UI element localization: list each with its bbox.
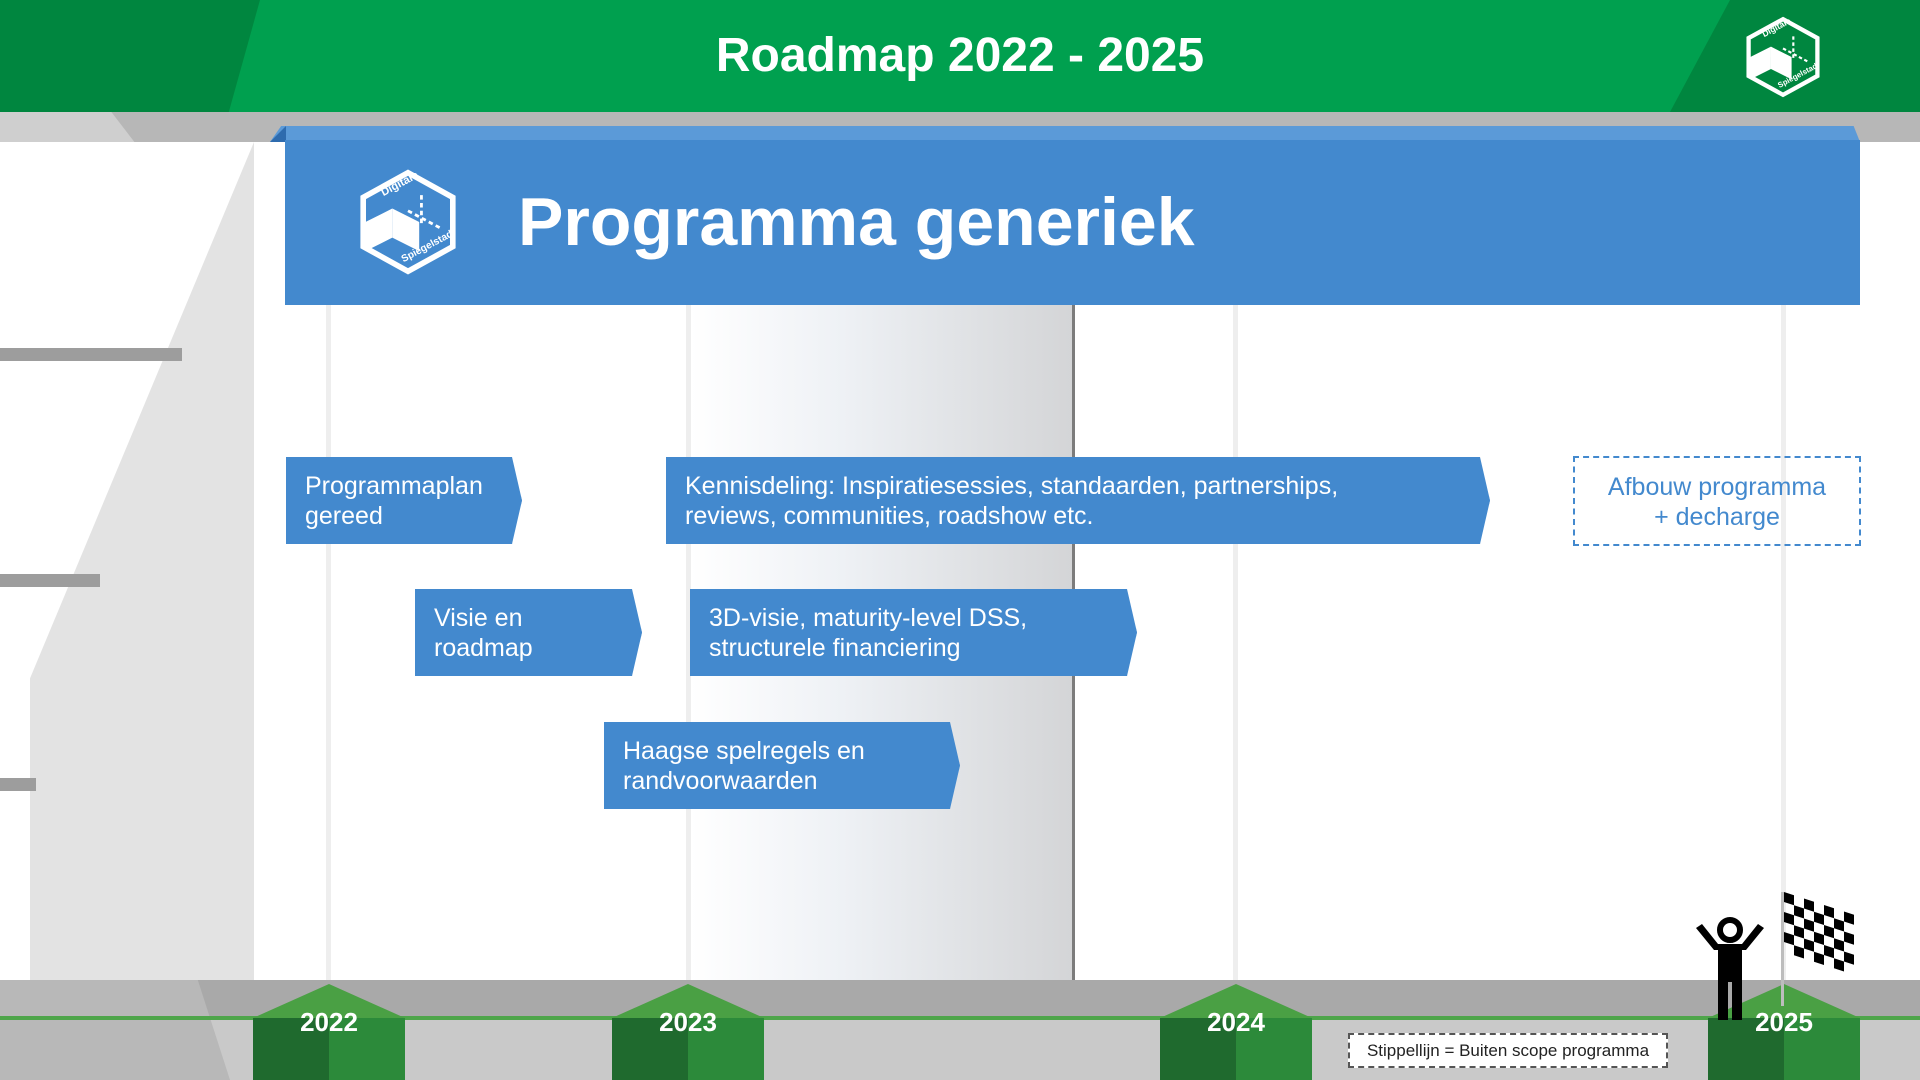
milestone-side	[1784, 1018, 1860, 1080]
wall-shelf	[0, 348, 182, 361]
legend-box: Stippellijn = Buiten scope programma	[1348, 1033, 1668, 1068]
checkered-flag-icon	[1781, 892, 1854, 1006]
task-afbouw-out-of-scope: Afbouw programma + decharge	[1573, 456, 1861, 546]
digitale-spiegelstad-logo-icon: Digitale Spiegelstad	[1746, 15, 1820, 98]
milestone-side	[329, 1018, 405, 1080]
program-banner	[285, 140, 1860, 305]
milestone-label: 2023	[659, 1007, 717, 1037]
task-label-line1: Programmaplan	[305, 472, 483, 500]
milestone-2024: 2024	[1160, 984, 1312, 1080]
wall-shelf	[0, 778, 36, 791]
milestone-side	[1160, 1018, 1236, 1080]
task-kennisdeling: Kennisdeling: Inspiratiesessies, standaa…	[666, 457, 1490, 544]
program-title: Programma generiek	[518, 184, 1195, 260]
logo-text-top: Digitale	[379, 169, 420, 199]
milestone-side	[1236, 1018, 1312, 1080]
milestone-2022: 2022	[253, 984, 405, 1080]
task-3d-visie: 3D-visie, maturity-level DSS, structurel…	[690, 589, 1137, 676]
task-label-line2: gereed	[305, 502, 383, 530]
milestone-2023: 2023	[612, 984, 764, 1080]
person-arms-up-icon	[1696, 917, 1764, 1020]
task-label-line2: roadmap	[434, 634, 533, 662]
perspective-wall	[30, 142, 254, 980]
task-label-line1: Kennisdeling: Inspiratiesessies, standaa…	[685, 472, 1339, 500]
task-haagse-spelregels: Haagse spelregels en randvoorwaarden	[604, 722, 960, 809]
milestone-side	[612, 1018, 688, 1080]
header-band	[0, 0, 1920, 112]
year-gridline-2024	[1233, 300, 1238, 980]
year-gridline-2022	[326, 300, 331, 980]
year-gridline-2025	[1781, 300, 1786, 980]
milestone-side	[1708, 1018, 1784, 1080]
page-title: Roadmap 2022 - 2025	[715, 29, 1205, 82]
banner-top-bevel	[270, 126, 1860, 142]
task-label-line2: structurele financiering	[709, 634, 961, 662]
task-label-line1: 3D-visie, maturity-level DSS,	[709, 604, 1028, 632]
task-label-line1: Haagse spelregels en	[623, 737, 865, 765]
wall-shelf	[0, 574, 100, 587]
header-accent-left	[0, 0, 260, 112]
task-label-line2: reviews, communities, roadshow etc.	[685, 502, 1094, 530]
task-label-line1: Visie en	[434, 604, 523, 632]
task-label-line2: + decharge	[1654, 503, 1780, 531]
digitale-spiegelstad-logo-icon: Digitale Spiegelstad	[360, 169, 456, 275]
milestone-label: 2024	[1207, 1007, 1265, 1037]
gray-strip-light	[0, 112, 135, 142]
milestone-label: 2025	[1755, 1007, 1813, 1037]
task-visie-roadmap: Visie en roadmap	[415, 589, 642, 676]
task-label-line1: Afbouw programma	[1607, 473, 1827, 501]
milestone-label: 2022	[300, 1007, 358, 1037]
task-label-line2: randvoorwaarden	[623, 767, 818, 795]
task-programmaplan: Programmaplan gereed	[286, 457, 522, 544]
logo-text-top: Digitale	[1760, 15, 1792, 39]
milestone-side	[253, 1018, 329, 1080]
milestone-side	[688, 1018, 764, 1080]
timeline-line	[0, 1016, 1920, 1020]
year-gridline-2023	[686, 300, 691, 980]
timeline-floor-left	[0, 980, 230, 1080]
